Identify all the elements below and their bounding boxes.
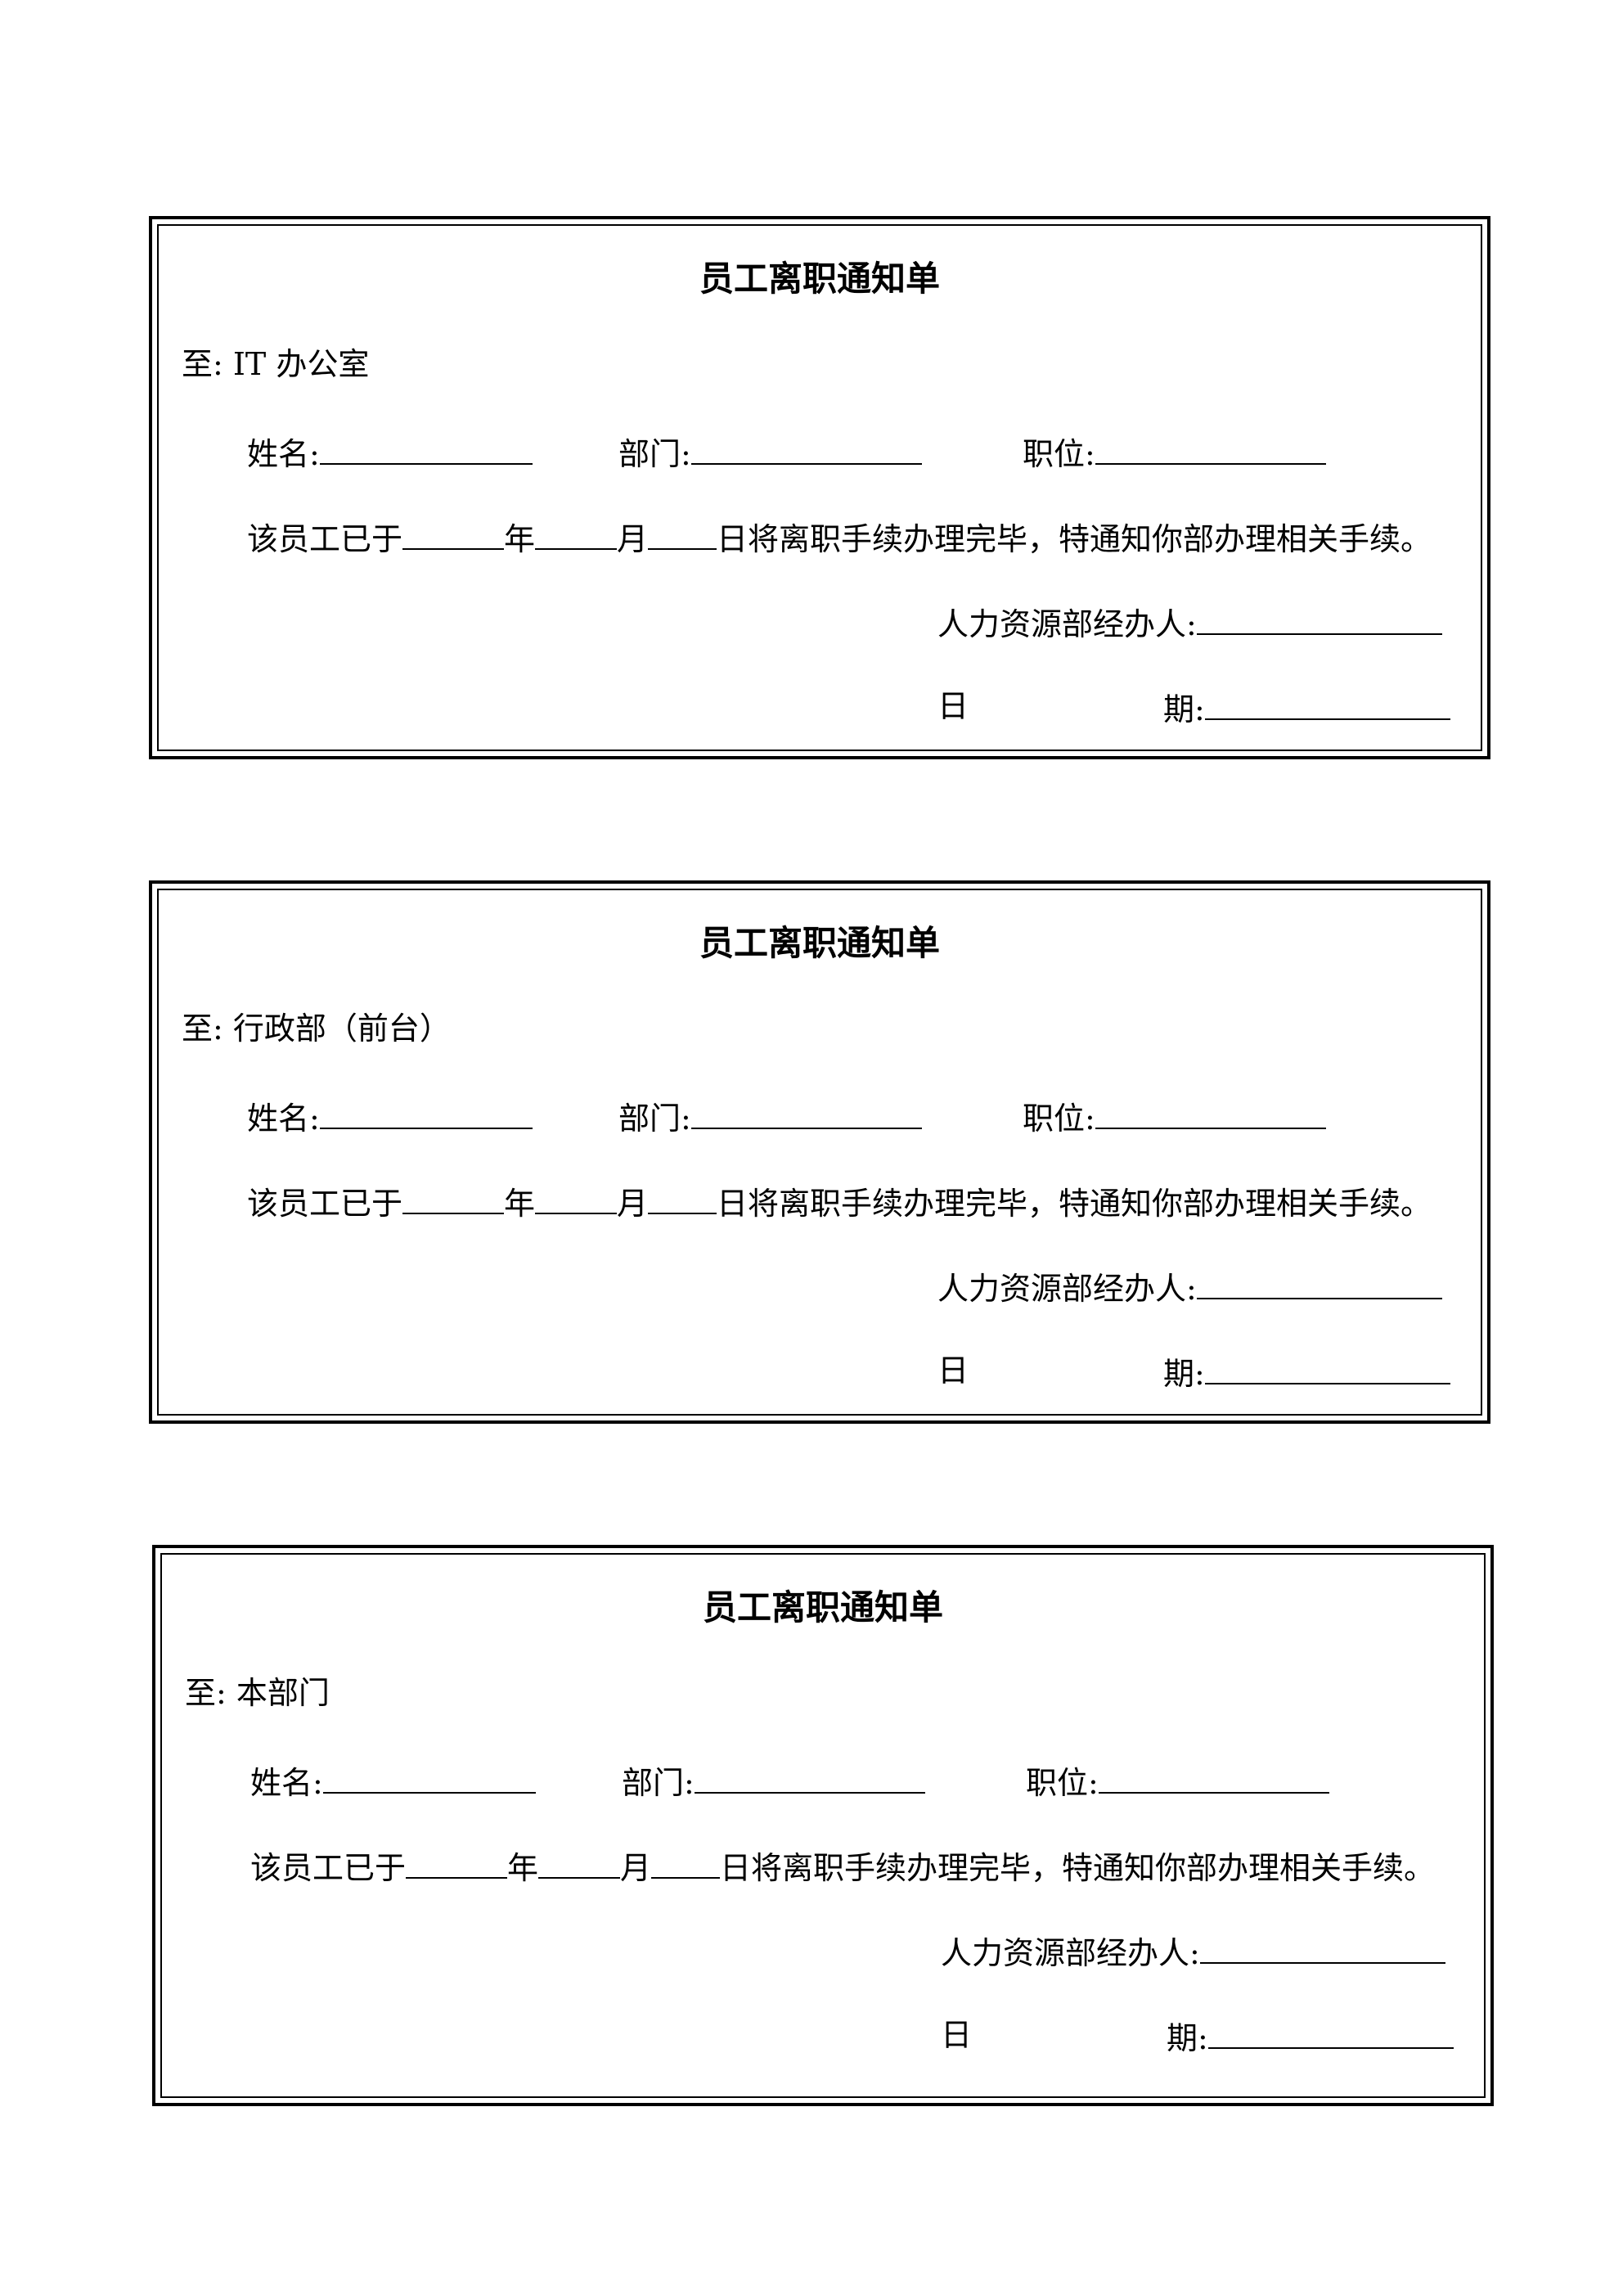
year-label: 年 bbox=[507, 1850, 539, 1886]
form-title: 员工离职通知单 bbox=[699, 923, 940, 963]
date-blank[interactable] bbox=[1204, 691, 1450, 720]
notice-form-own-dept: 员工离职通知单 至: 本部门 姓名: 部门: 职位: 该员工已于 年 月 日将离职手续… bbox=[152, 1545, 1494, 2106]
position-label: 职位: bbox=[1026, 1765, 1099, 1801]
recipient-label: 至: bbox=[185, 1675, 227, 1711]
recipient-line: 至: 本部门 bbox=[185, 1677, 330, 1708]
date-label: 期: bbox=[1167, 2020, 1208, 2056]
department-blank[interactable] bbox=[690, 435, 922, 465]
date-blank[interactable] bbox=[1207, 2019, 1454, 2049]
recipient-line: 至: 行政部（前台） bbox=[182, 1013, 451, 1044]
notice-sentence: 该员工已于 年 月 日将离职手续办理完毕，特通知你部办理相关手续。 bbox=[247, 520, 1432, 555]
year-blank[interactable] bbox=[402, 1185, 505, 1214]
recipient-label: 至: bbox=[182, 1011, 223, 1047]
name-field-row: 姓名: bbox=[247, 1100, 533, 1134]
notice-sentence: 该员工已于 年 月 日将离职手续办理完毕，特通知你部办理相关手续。 bbox=[247, 1185, 1432, 1219]
department-blank[interactable] bbox=[694, 1764, 925, 1794]
form-title: 员工离职通知单 bbox=[702, 1587, 943, 1627]
name-label: 姓名: bbox=[250, 1765, 323, 1801]
position-label: 职位: bbox=[1023, 1101, 1095, 1137]
name-blank[interactable] bbox=[322, 1764, 536, 1794]
hr-handler-blank[interactable] bbox=[1196, 606, 1442, 635]
month-label: 月 bbox=[617, 1186, 649, 1222]
year-blank[interactable] bbox=[402, 520, 505, 550]
notice-prefix: 该员工已于 bbox=[250, 1850, 407, 1886]
hr-handler-blank[interactable] bbox=[1196, 1270, 1442, 1299]
recipient-label: 至: bbox=[182, 346, 223, 382]
name-blank[interactable] bbox=[319, 1100, 533, 1129]
form-title: 员工离职通知单 bbox=[699, 259, 940, 299]
year-label: 年 bbox=[504, 521, 536, 557]
department-label: 部门: bbox=[622, 1765, 695, 1801]
notice-suffix: 日将离职手续办理完毕，特通知你部办理相关手续。 bbox=[717, 521, 1432, 557]
notice-form-admin: 员工离职通知单 至: 行政部（前台） 姓名: 部门: 职位: 该员工已于 年 月 日将… bbox=[149, 880, 1490, 1424]
date-char-1: 日 bbox=[937, 1353, 969, 1389]
form-inner-border bbox=[157, 889, 1482, 1416]
date-field-row: 期: bbox=[1163, 1355, 1450, 1389]
notice-sentence: 该员工已于 年 月 日将离职手续办理完毕，特通知你部办理相关手续。 bbox=[250, 1849, 1435, 1884]
position-blank[interactable] bbox=[1095, 435, 1326, 465]
day-blank[interactable] bbox=[651, 1849, 721, 1879]
year-label: 年 bbox=[504, 1186, 536, 1222]
hr-handler-row: 人力资源部经办人: bbox=[941, 1934, 1445, 1969]
notice-prefix: 该员工已于 bbox=[247, 1186, 403, 1222]
date-blank[interactable] bbox=[1204, 1355, 1450, 1384]
day-blank[interactable] bbox=[648, 1185, 717, 1214]
notice-form-it: 员工离职通知单 至: IT 办公室 姓名: 部门: 职位: 该员工已于 年 月 日将离… bbox=[149, 216, 1490, 759]
department-label: 部门: bbox=[618, 436, 691, 472]
month-label: 月 bbox=[620, 1850, 652, 1886]
position-field-row: 职位: bbox=[1023, 435, 1326, 470]
form-inner-border bbox=[157, 224, 1482, 751]
notice-prefix: 该员工已于 bbox=[247, 521, 403, 557]
form-inner-border bbox=[160, 1553, 1486, 2098]
department-label: 部门: bbox=[618, 1101, 691, 1137]
month-blank[interactable] bbox=[538, 1849, 621, 1879]
name-label: 姓名: bbox=[247, 1101, 320, 1137]
date-char-1: 日 bbox=[937, 688, 969, 724]
month-label: 月 bbox=[617, 521, 649, 557]
hr-handler-blank[interactable] bbox=[1199, 1934, 1445, 1964]
date-label: 期: bbox=[1163, 1356, 1205, 1392]
department-field-row: 部门: bbox=[618, 435, 922, 470]
name-field-row: 姓名: bbox=[250, 1764, 536, 1799]
day-blank[interactable] bbox=[648, 520, 717, 550]
department-field-row: 部门: bbox=[618, 1100, 922, 1134]
recipient-value: 本部门 bbox=[236, 1675, 330, 1711]
name-label: 姓名: bbox=[247, 436, 320, 472]
notice-suffix: 日将离职手续办理完毕，特通知你部办理相关手续。 bbox=[717, 1186, 1432, 1222]
notice-suffix: 日将离职手续办理完毕，特通知你部办理相关手续。 bbox=[720, 1850, 1436, 1886]
recipient-value: IT 办公室 bbox=[232, 346, 370, 382]
date-field-row: 期: bbox=[1163, 691, 1450, 725]
department-field-row: 部门: bbox=[622, 1764, 925, 1799]
hr-handler-row: 人力资源部经办人: bbox=[937, 1270, 1442, 1304]
year-blank[interactable] bbox=[406, 1849, 508, 1879]
hr-handler-label: 人力资源部经办人: bbox=[941, 1935, 1200, 1971]
hr-handler-row: 人力资源部经办人: bbox=[937, 606, 1442, 640]
month-blank[interactable] bbox=[535, 1185, 618, 1214]
date-char-1: 日 bbox=[941, 2017, 973, 2053]
position-field-row: 职位: bbox=[1023, 1100, 1326, 1134]
name-field-row: 姓名: bbox=[247, 435, 533, 470]
date-label: 期: bbox=[1163, 691, 1205, 727]
position-field-row: 职位: bbox=[1026, 1764, 1329, 1799]
position-label: 职位: bbox=[1023, 436, 1095, 472]
position-blank[interactable] bbox=[1095, 1100, 1326, 1129]
recipient-line: 至: IT 办公室 bbox=[182, 349, 369, 380]
hr-handler-label: 人力资源部经办人: bbox=[937, 1271, 1197, 1307]
hr-handler-label: 人力资源部经办人: bbox=[937, 606, 1197, 642]
date-field-row: 期: bbox=[1167, 2019, 1454, 2054]
position-blank[interactable] bbox=[1098, 1764, 1329, 1794]
name-blank[interactable] bbox=[319, 435, 533, 465]
month-blank[interactable] bbox=[535, 520, 618, 550]
recipient-value: 行政部（前台） bbox=[232, 1011, 451, 1047]
department-blank[interactable] bbox=[690, 1100, 922, 1129]
